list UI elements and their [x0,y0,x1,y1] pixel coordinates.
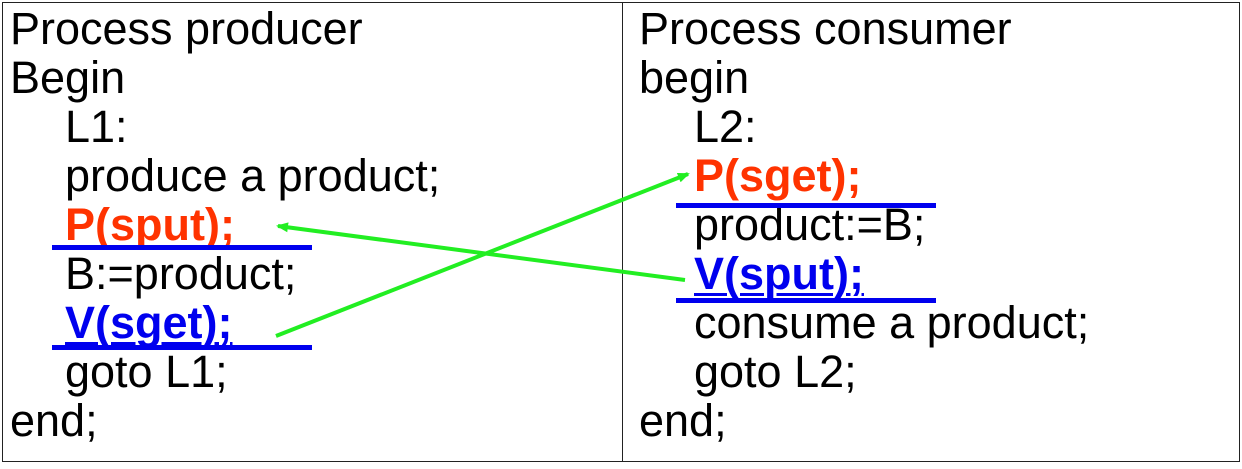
consumer-consume: consume a product; [694,297,1090,348]
consumer-goto: goto L2; [694,346,857,397]
table-frame [2,2,1240,462]
producer-title: Process producer [10,3,363,54]
consumer-end: end; [639,395,727,446]
producer-v-sget: V(sget); [65,297,233,348]
consumer-title: Process consumer [639,3,1012,54]
consumer-begin: begin [639,52,750,103]
producer-end: end; [10,395,98,446]
consumer-p-sget: P(sget); [694,150,862,201]
producer-label: L1: [65,101,128,152]
consumer-assign: product:=B; [694,199,926,250]
consumer-v-underline [676,298,936,303]
producer-v-underline [52,345,312,350]
producer-p-sput: P(sput); [65,199,235,250]
producer-assign: B:=product; [65,248,297,299]
consumer-p-underline [676,203,936,208]
consumer-v-sput: V(sput); [694,248,864,299]
producer-begin: Begin [10,52,126,103]
producer-produce: produce a product; [65,150,441,201]
producer-goto: goto L1; [65,346,228,397]
consumer-label: L2: [694,101,757,152]
column-divider [622,2,623,462]
producer-p-underline [52,245,312,250]
